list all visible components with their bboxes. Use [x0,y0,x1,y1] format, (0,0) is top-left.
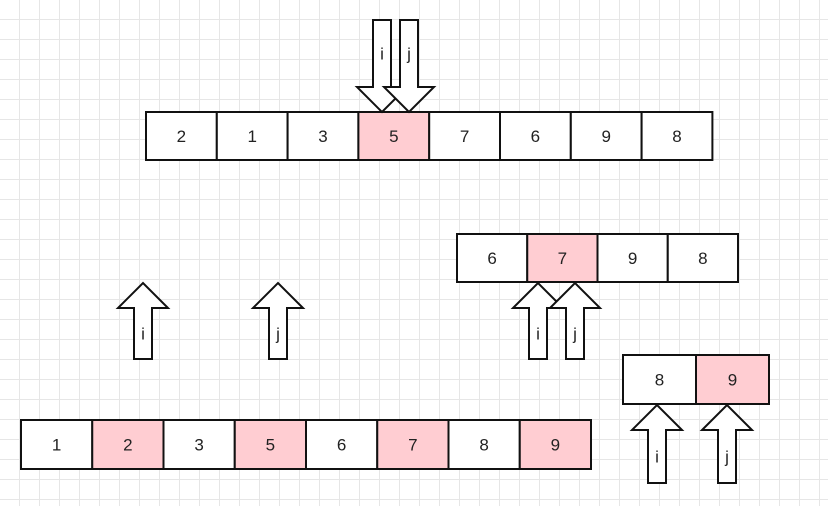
pointer-label: i [141,325,145,344]
pointer-arrow-mid-i: i [510,281,566,360]
pointer-label: j [572,325,577,344]
cell-box [305,419,379,470]
array-cell: 7 [526,233,599,283]
array-top: 2 1 3 5 7 6 9 8 [145,111,714,161]
array-cell: 7 [376,419,450,470]
cell-value: 9 [628,249,637,268]
pointer-label: j [406,45,411,64]
arrow-up-icon [629,403,685,484]
array-cell: 9 [695,354,770,405]
array-cell: 8 [640,111,714,161]
cell-value: 5 [266,436,275,455]
cell-box [447,419,521,470]
cell-box [286,111,360,161]
array-cell: 6 [305,419,379,470]
cell-box [569,111,643,161]
cell-box [640,111,714,161]
pointer-arrow-left-j: j [250,281,306,360]
array-cell: 3 [162,419,236,470]
cell-value: 8 [672,127,681,146]
cell-value: 3 [318,127,327,146]
highlighted-cell-box [91,419,165,470]
pointer-arrow-small-i: i [629,403,685,484]
array-cell: 9 [596,233,669,283]
cell-value: 5 [389,127,398,146]
cell-box [215,111,289,161]
array-cell: 8 [447,419,521,470]
pointer-arrow-mid-j: j [547,281,603,360]
pointer-arrow-left-i: i [115,281,171,360]
arrow-down-icon [381,19,437,114]
cell-value: 7 [408,436,417,455]
cell-value: 7 [558,249,567,268]
cell-box [162,419,236,470]
arrow-up-icon [547,281,603,360]
cell-value: 1 [52,436,61,455]
array-cell: 1 [215,111,289,161]
pointer-label: j [275,325,280,344]
cell-value: 8 [655,371,664,390]
pointer-arrow-small-j: j [699,403,755,484]
highlighted-cell-box [376,419,450,470]
cell-value: 9 [728,371,737,390]
cell-value: 1 [247,127,256,146]
cell-box [428,111,502,161]
cell-value: 6 [337,436,346,455]
cell-value: 8 [698,249,707,268]
array-cell: 5 [357,111,431,161]
highlighted-cell-box [526,233,599,283]
cell-value: 2 [123,436,132,455]
array-cell: 8 [666,233,739,283]
array-cell: 3 [286,111,360,161]
array-cell: 6 [499,111,572,161]
arrow-up-icon [699,403,755,484]
array-bottom: 1 2 3 5 6 7 8 9 [20,419,592,470]
pointer-label: i [536,325,540,344]
arrow-up-icon [115,281,171,360]
cell-value: 9 [551,436,560,455]
array-cell: 8 [622,354,697,405]
arrow-up-icon [250,281,306,360]
array-cell: 6 [456,233,529,283]
array-cell: 9 [569,111,643,161]
pointer-label: i [655,448,659,467]
cell-value: 7 [460,127,469,146]
cell-box [622,354,697,405]
cell-value: 3 [194,436,203,455]
highlighted-cell-box [695,354,770,405]
cell-box [145,111,218,161]
cell-box [499,111,572,161]
array-cell: 7 [428,111,502,161]
array-cell: 2 [91,419,165,470]
cell-value: 8 [479,436,488,455]
cell-value: 9 [601,127,610,146]
arrow-up-icon [510,281,566,360]
cell-value: 6 [487,249,496,268]
array-cell: 9 [518,419,592,470]
array-cell: 5 [233,419,307,470]
pointer-label: j [724,448,729,467]
array-cell: 2 [145,111,218,161]
pointer-arrow-top-j: j [381,19,437,114]
pointer-label: i [380,45,384,64]
cell-box [666,233,739,283]
cell-box [456,233,529,283]
cell-value: 2 [177,127,186,146]
array-middle-right: 6 7 9 8 [456,233,739,283]
cell-value: 6 [531,127,540,146]
array-cell: 1 [20,419,94,470]
highlighted-cell-box [518,419,592,470]
